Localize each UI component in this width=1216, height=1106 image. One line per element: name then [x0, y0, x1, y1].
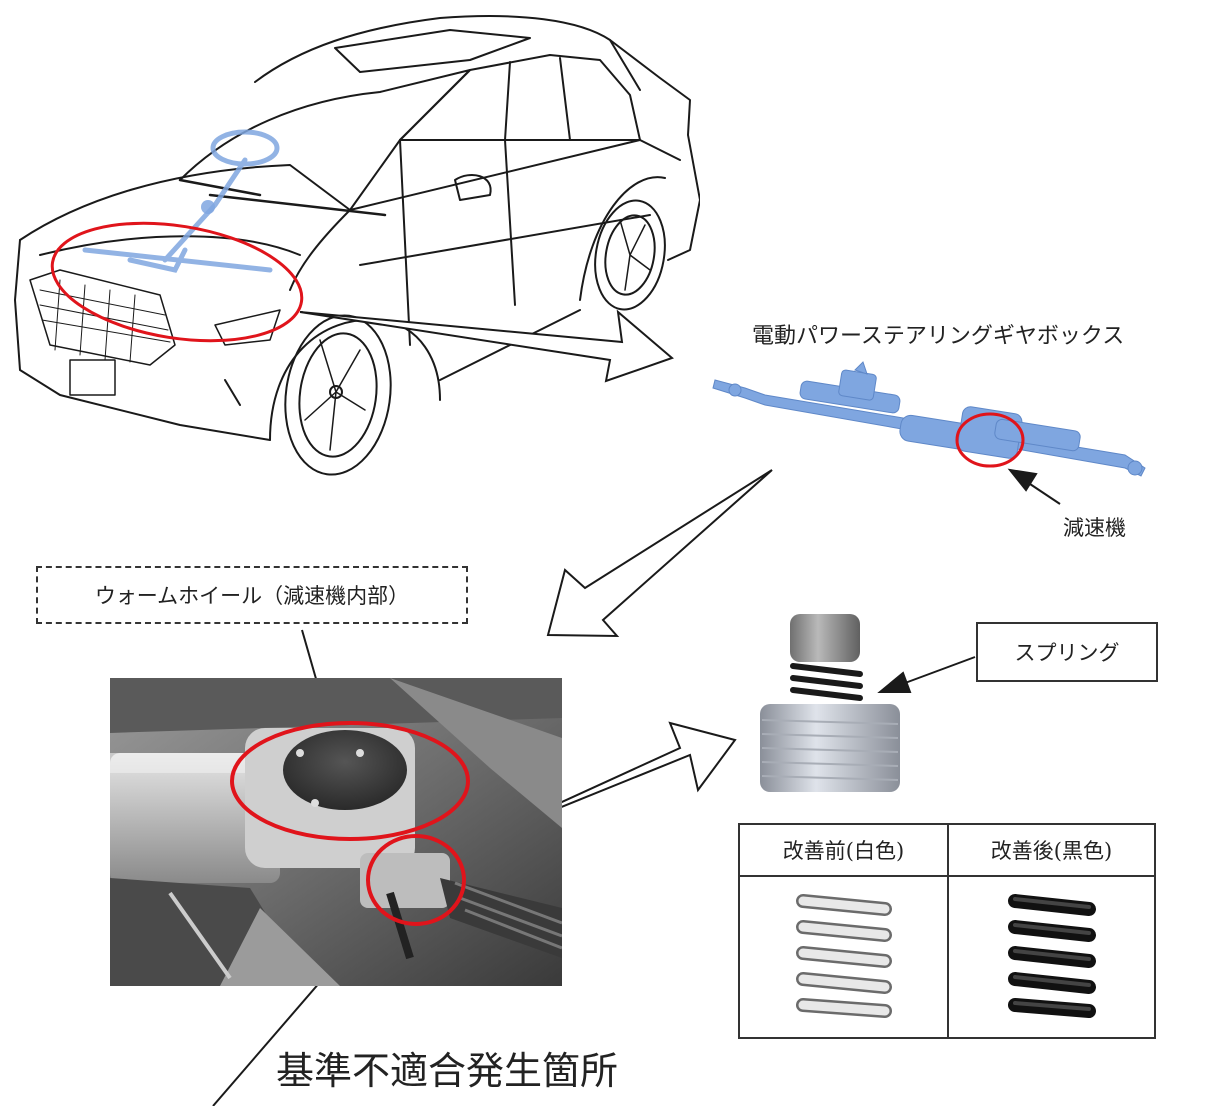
car-illustration	[0, 0, 700, 500]
steering-highlight-ellipse	[50, 221, 304, 343]
table-image-row	[738, 875, 1156, 1039]
header-after-cell: 改善後(黒色)	[947, 823, 1156, 877]
eps-gearbox-image	[705, 360, 1165, 490]
worm-wheel-highlight-ellipse	[230, 721, 470, 841]
worm-wheel-label-box: ウォームホイール（減速機内部）	[36, 566, 468, 624]
header-after-label: 改善後(黒色)	[990, 839, 1113, 863]
spring-comparison-table: 改善前(白色) 改善後(黒色)	[738, 823, 1156, 1039]
header-before-label: 改善前(白色)	[782, 839, 905, 863]
spring-after-cell	[947, 875, 1156, 1039]
defect-location-highlight-ellipse	[366, 834, 466, 926]
spring-label: スプリング	[1014, 641, 1120, 665]
eps-gearbox-label: 電動パワーステアリングギヤボックス	[752, 324, 1125, 349]
spring-before-image	[795, 894, 892, 1018]
spring-assembly-image	[755, 608, 905, 798]
worm-wheel-label: ウォームホイール（減速機内部）	[94, 584, 410, 608]
reduction-gear-photo	[110, 678, 562, 986]
table-header-row: 改善前(白色) 改善後(黒色)	[738, 823, 1156, 877]
spring-before-cell	[738, 875, 949, 1039]
defect-location-label: 基準不適合発生箇所	[276, 1049, 619, 1093]
reduction-gear-label: 減速機	[1063, 516, 1126, 540]
header-before-cell: 改善前(白色)	[738, 823, 949, 877]
spring-after-image	[1007, 894, 1096, 1018]
spring-label-box: スプリング	[976, 622, 1158, 682]
reduction-gear-highlight-ellipse	[955, 412, 1025, 468]
